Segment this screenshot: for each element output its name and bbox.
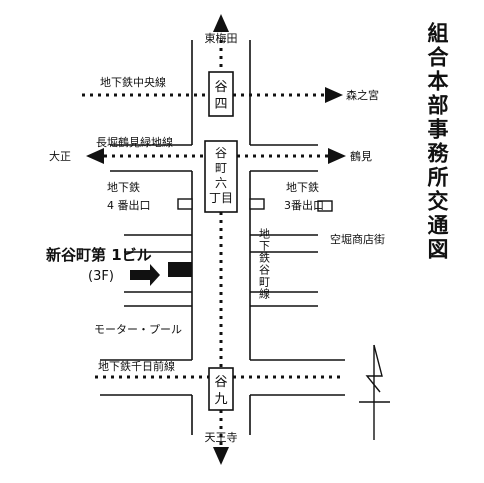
station-tennoji: 天王寺 bbox=[205, 431, 238, 444]
chuo-line-label: 地下鉄中央線 bbox=[100, 75, 166, 89]
building-floor: (3F) bbox=[88, 269, 114, 284]
station-tani4-char1: 谷 bbox=[214, 80, 227, 95]
building-arrow-icon bbox=[130, 264, 160, 286]
station-tanimachi6-char3: 六 bbox=[215, 176, 227, 190]
station-tanimachi6-box bbox=[204, 140, 238, 213]
east-arrow-icon-chuo bbox=[325, 87, 343, 103]
north-indicator-icon bbox=[359, 344, 390, 440]
station-taisho: 大正 bbox=[49, 149, 71, 163]
direction-arrows bbox=[86, 14, 346, 465]
exit3-label-line2: 3番出口 bbox=[284, 198, 324, 212]
station-tani4-box bbox=[208, 71, 234, 117]
street-grid bbox=[100, 40, 345, 435]
north-arrow-icon bbox=[213, 14, 229, 32]
station-boxes bbox=[204, 71, 238, 411]
exit3-box bbox=[249, 198, 265, 210]
station-morinomiya: 森之宮 bbox=[346, 88, 379, 102]
exit4-box bbox=[177, 198, 193, 210]
exit3-marker bbox=[317, 200, 333, 212]
exit4-label-line2: 4 番出口 bbox=[107, 198, 151, 212]
exit3-label-line1: 地下鉄 bbox=[286, 180, 319, 194]
tanimachi-line-label: 地下鉄谷町線 bbox=[258, 228, 271, 300]
motor-pool-label: モーター・プール bbox=[94, 323, 182, 336]
station-tani9-box bbox=[208, 367, 234, 411]
sennichimae-line-label: 地下鉄千日前線 bbox=[98, 359, 175, 373]
exit4-label-line1: 地下鉄 bbox=[107, 180, 140, 194]
station-tani9-char2: 九 bbox=[214, 392, 227, 407]
east-arrow-icon-nagahori bbox=[328, 148, 346, 164]
exit-boxes bbox=[177, 198, 265, 210]
subway-lines bbox=[82, 40, 340, 445]
karahori-shotengai: 空堀商店街 bbox=[330, 232, 385, 246]
west-arrow-icon-nagahori bbox=[86, 148, 104, 164]
station-tanimachi6-char4: 丁目 bbox=[209, 191, 233, 205]
station-tanimachi6-char1: 谷 bbox=[215, 146, 227, 160]
station-tani4-char2: 四 bbox=[214, 97, 227, 112]
south-arrow-icon bbox=[213, 447, 229, 465]
station-higashi-umeda: 東梅田 bbox=[205, 31, 238, 45]
map-title: 組合本部事務所交通図 bbox=[425, 21, 449, 262]
nagahori-line-label: 長堀鶴見緑地線 bbox=[96, 135, 173, 149]
building-marker bbox=[168, 262, 192, 277]
building-name: 新谷町第 1ビル bbox=[46, 246, 152, 264]
station-tanimachi6-char2: 町 bbox=[215, 161, 227, 175]
station-tani9-char1: 谷 bbox=[214, 375, 227, 390]
station-tsurumi: 鶴見 bbox=[350, 149, 372, 163]
